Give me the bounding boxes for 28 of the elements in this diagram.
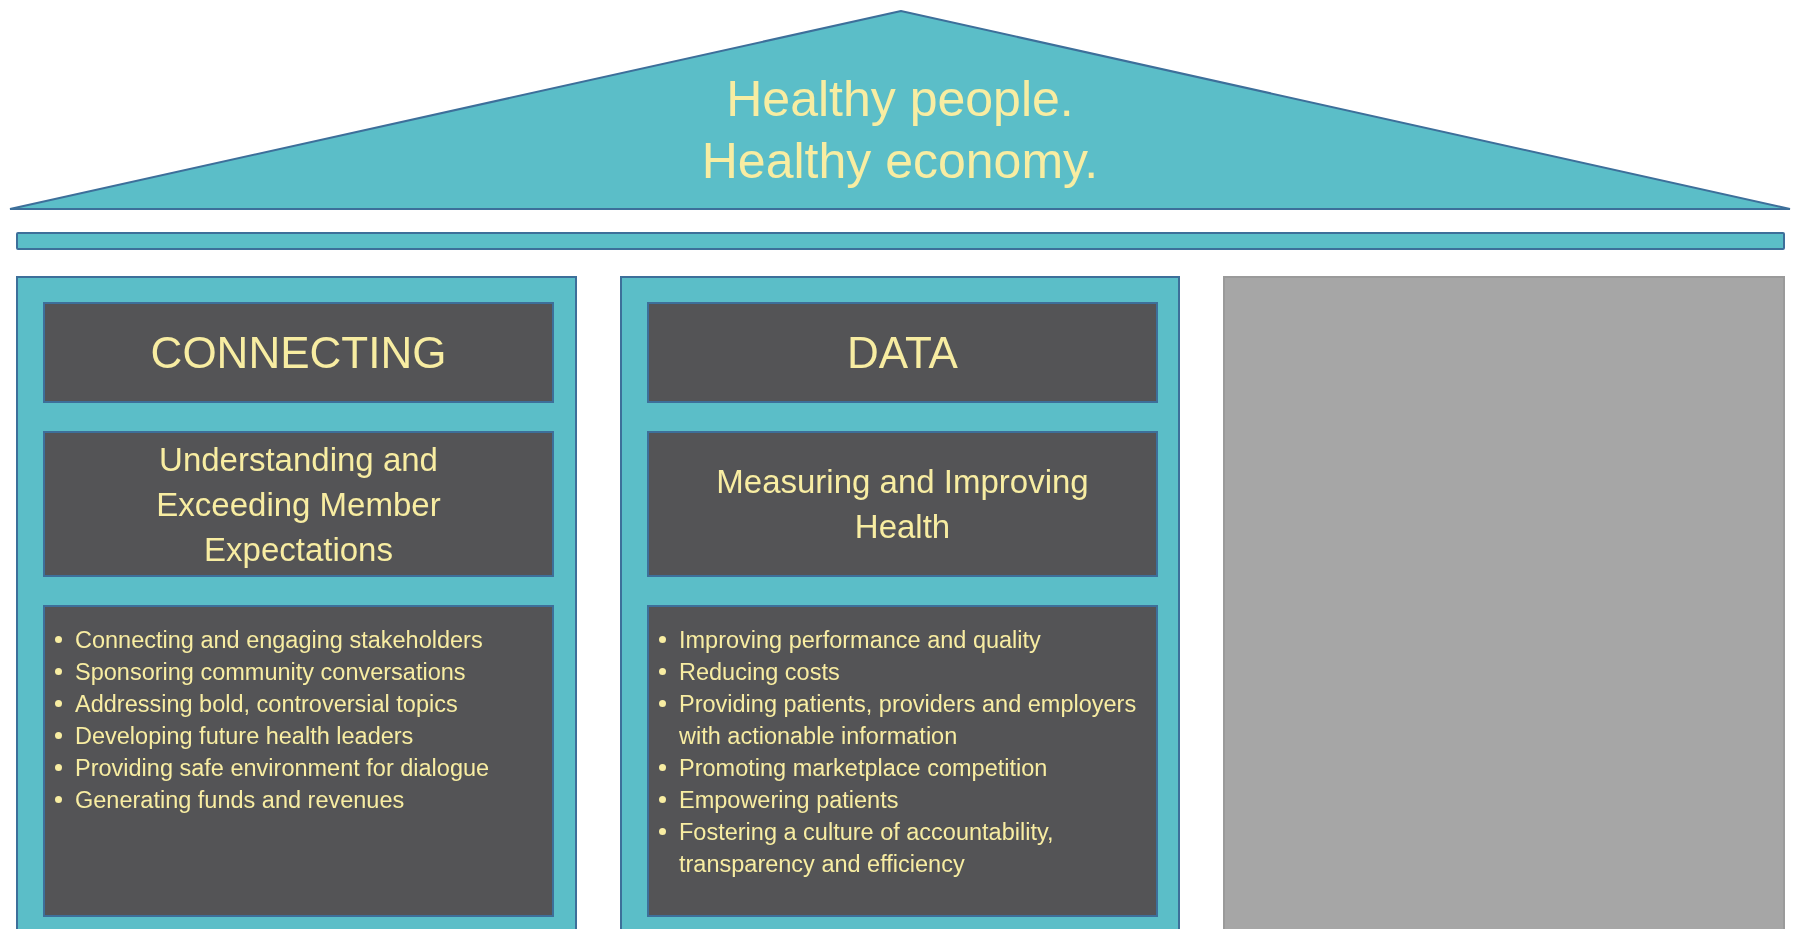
bullet-text: Addressing bold, controversial topics	[75, 690, 458, 719]
bullet-text: Providing patients, providers and employers with actionable information	[679, 690, 1138, 751]
heading-box	[43, 302, 554, 403]
beam-bar	[16, 232, 1785, 250]
bullet-list-box	[647, 605, 1158, 917]
pillar-panel	[16, 276, 577, 929]
bullet-text: Reducing costs	[679, 658, 840, 687]
bullet-text: Sponsoring community conversations	[75, 658, 466, 687]
bullet-text: Providing safe environment for dialogue	[75, 754, 490, 783]
heading-box	[647, 302, 1158, 403]
bullet-text: Promoting marketplace competition	[679, 754, 1048, 783]
bullet-text: Connecting and engaging stakeholders	[75, 626, 483, 655]
bullet-text: Improving performance and quality	[679, 626, 1041, 655]
pillar-title: CONNECTING	[150, 326, 447, 379]
subheading-box	[43, 431, 554, 577]
bullet-text: Developing future health leaders	[75, 722, 414, 751]
bullet-text: Empowering patients	[679, 786, 899, 815]
bullet-text: Fostering a culture of accountability, transparency and efficiency	[679, 818, 1055, 879]
bullet-list-box	[43, 605, 554, 917]
pillar-title: DATA	[847, 326, 958, 379]
roof-title: Healthy people. Healthy economy.	[700, 70, 1100, 191]
bullet-text: Generating funds and revenues	[75, 786, 405, 815]
pillar-subtitle: Measuring and Improving Health	[715, 462, 1090, 547]
pillar-panel	[620, 276, 1180, 929]
blank-panel	[1223, 276, 1785, 929]
pillar-subtitle: Understanding and Exceeding Member Expectations	[155, 439, 442, 570]
roof-triangle	[9, 10, 1791, 210]
subheading-box	[647, 431, 1158, 577]
